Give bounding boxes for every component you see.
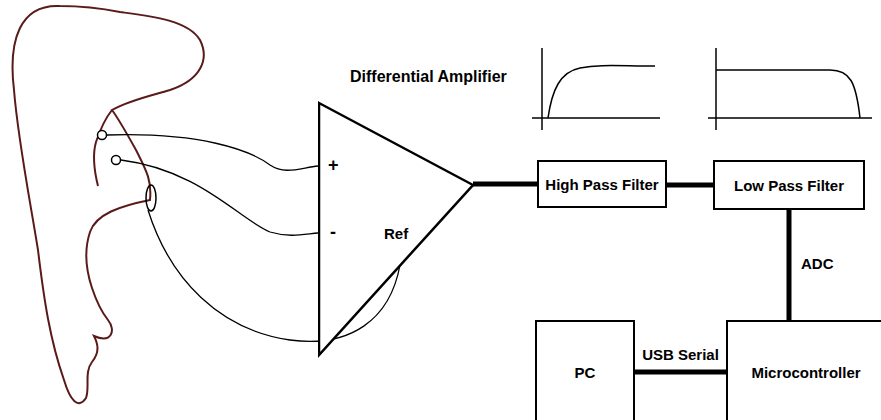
- input-sign: +: [328, 155, 339, 176]
- box-label: Microcontroller: [751, 364, 860, 381]
- differential-amplifier: Differential Amplifier+-Ref: [318, 100, 475, 358]
- electrode-negative: [112, 156, 121, 165]
- reference-label: Ref: [384, 225, 408, 242]
- filter-box: High Pass Filter: [537, 160, 667, 208]
- signal-connector: [635, 370, 726, 375]
- electrode-positive: [98, 131, 107, 140]
- signal-connector: [473, 182, 537, 187]
- computer-box: PC: [535, 320, 635, 420]
- signal-connector: [667, 183, 713, 188]
- connector-label: USB Serial: [640, 346, 721, 363]
- reference-electrode-band: [146, 185, 156, 211]
- box-label: Low Pass Filter: [734, 177, 844, 194]
- low-pass-response-icon: [708, 48, 872, 130]
- arm-outline: [13, 6, 204, 403]
- input-sign: -: [330, 222, 336, 243]
- high-pass-response-icon: [532, 48, 660, 130]
- connector-label: ADC: [799, 255, 836, 272]
- box-label: High Pass Filter: [545, 176, 658, 193]
- wire-positive: [107, 135, 318, 171]
- arm-crease: [94, 110, 112, 186]
- filter-box: Low Pass Filter: [713, 160, 865, 210]
- microcontroller-box: Microcontroller: [726, 320, 881, 420]
- box-label: PC: [575, 364, 596, 381]
- amplifier-title: Differential Amplifier: [350, 68, 507, 86]
- signal-connector: [787, 210, 792, 320]
- wire-negative: [121, 160, 318, 235]
